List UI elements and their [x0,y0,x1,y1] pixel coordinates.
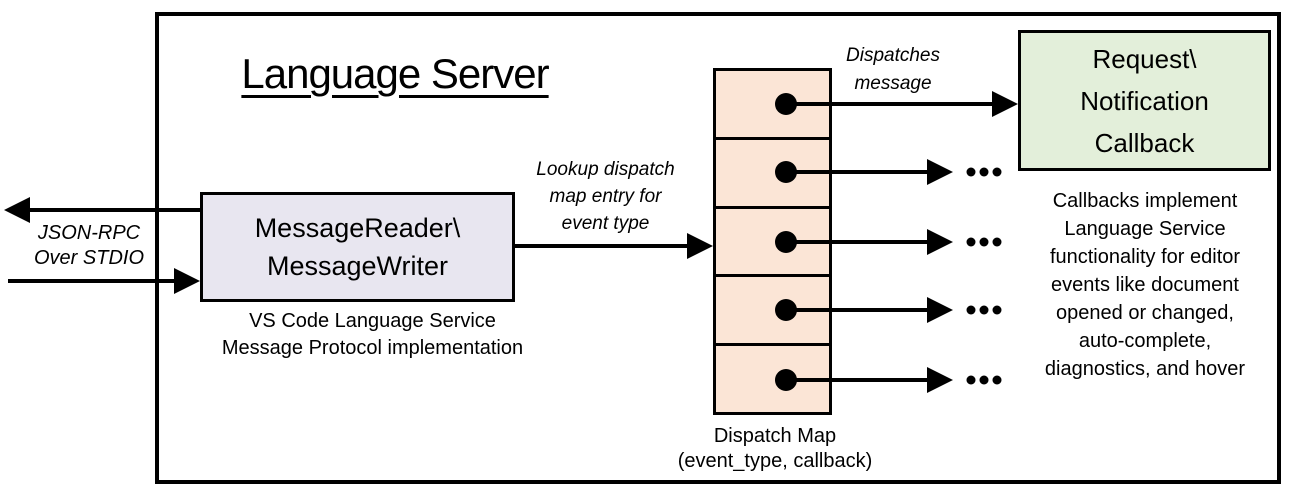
message-reader-writer-label: MessageReader\ MessageWriter [254,213,461,281]
dispatches-arrow-label: Dispatches message [846,45,940,94]
callback-box-label: Request\ Notification Callback [1080,43,1209,158]
dispatch-map-cell [716,209,829,278]
callbacks-note: Callbacks implement Language Service fun… [1044,190,1246,380]
reader-caption: VS Code Language Service Message Protoco… [221,310,524,359]
message-reader-writer-box: MessageReader\ MessageWriter [200,192,515,302]
dispatch-map-cell [716,346,829,412]
dispatch-map-label: Dispatch Map (event_type, callback) [677,425,873,472]
dispatch-map [713,68,832,415]
lookup-arrow-label: Lookup dispatch map entry for event type [536,159,675,234]
dispatch-map-cell [716,140,829,209]
dispatch-map-cell [716,71,829,140]
page-title: Language Server [241,50,549,97]
dispatch-map-cell [716,277,829,347]
stdio-channel-label: JSON-RPC Over STDIO [33,222,144,269]
request-notification-callback-box: Request\ Notification Callback [1018,30,1271,171]
